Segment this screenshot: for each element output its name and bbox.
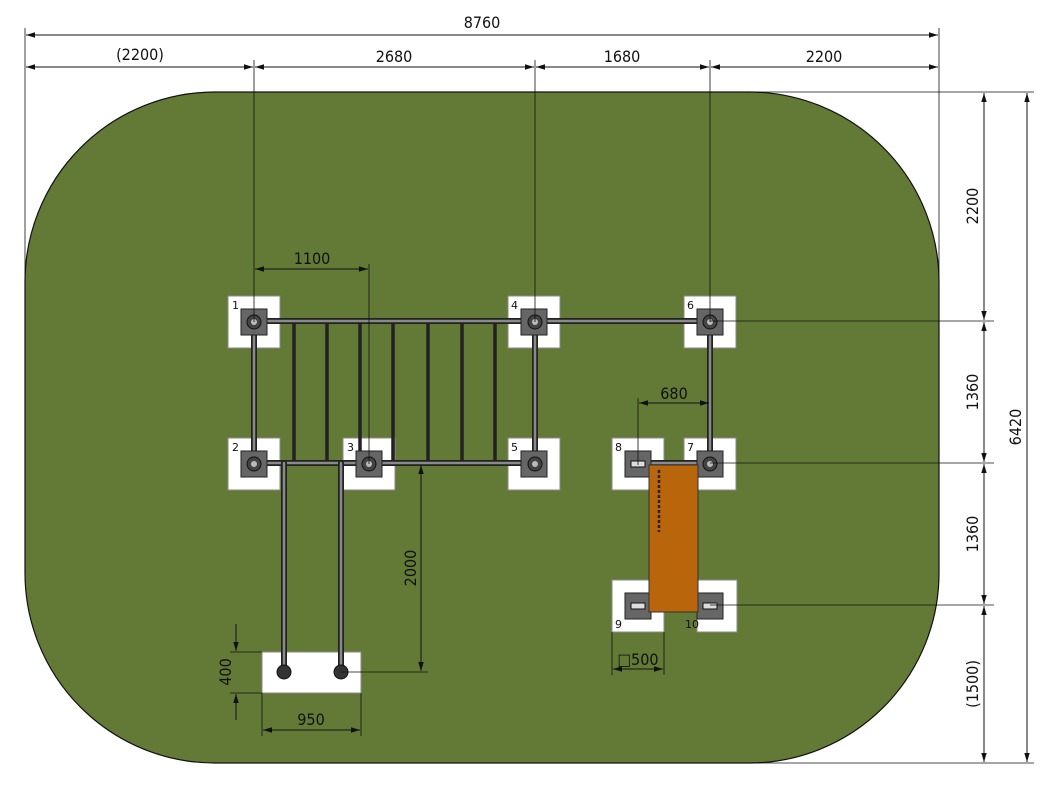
post-10 <box>696 592 724 620</box>
dim-total-width: 8760 <box>464 13 501 32</box>
footing-label-9: 9 <box>615 618 622 631</box>
dim-400: 400 <box>216 658 235 685</box>
dim-950: 950 <box>297 710 324 729</box>
footing-label-7: 7 <box>687 441 694 454</box>
ground-area <box>24 91 940 764</box>
post-2 <box>240 450 268 478</box>
dim-seg-2680: 2680 <box>376 47 413 66</box>
footing-label-1: 1 <box>232 299 239 312</box>
footing-label-5: 5 <box>511 441 518 454</box>
dim-680: 680 <box>660 384 687 403</box>
footing-numbers: 1 2 3 4 5 6 7 8 9 10 <box>232 299 699 631</box>
dimension-labels: 8760 (2200) 2680 1680 2200 1100 680 2000… <box>116 13 1025 729</box>
dim-v-1360-a: 1360 <box>963 374 982 411</box>
post-bottom-left <box>276 664 292 680</box>
footing-label-8: 8 <box>615 441 622 454</box>
footing-label-2: 2 <box>232 441 239 454</box>
footing-label-10: 10 <box>685 618 699 631</box>
post-7 <box>696 450 724 478</box>
footing-label-3: 3 <box>347 441 354 454</box>
dim-2000: 2000 <box>401 550 420 587</box>
dim-v-1500: (1500) <box>963 660 982 708</box>
dim-square-500: □500 <box>617 650 658 669</box>
footing-label-6: 6 <box>687 299 694 312</box>
dim-v-2200: 2200 <box>963 188 982 225</box>
bench-board <box>648 464 699 613</box>
post-5 <box>520 450 548 478</box>
dim-1100: 1100 <box>294 249 331 268</box>
dim-seg-1680: 1680 <box>604 47 641 66</box>
dim-seg-left: (2200) <box>116 45 164 64</box>
ladder-rungs <box>292 320 497 466</box>
dim-total-height: 6420 <box>1006 409 1025 446</box>
dimension-lines <box>24 28 1034 764</box>
post-9 <box>624 592 652 620</box>
post-4 <box>520 308 548 336</box>
footing-label-4: 4 <box>511 299 518 312</box>
dim-v-1360-b: 1360 <box>963 516 982 553</box>
dim-seg-right: 2200 <box>806 47 843 66</box>
